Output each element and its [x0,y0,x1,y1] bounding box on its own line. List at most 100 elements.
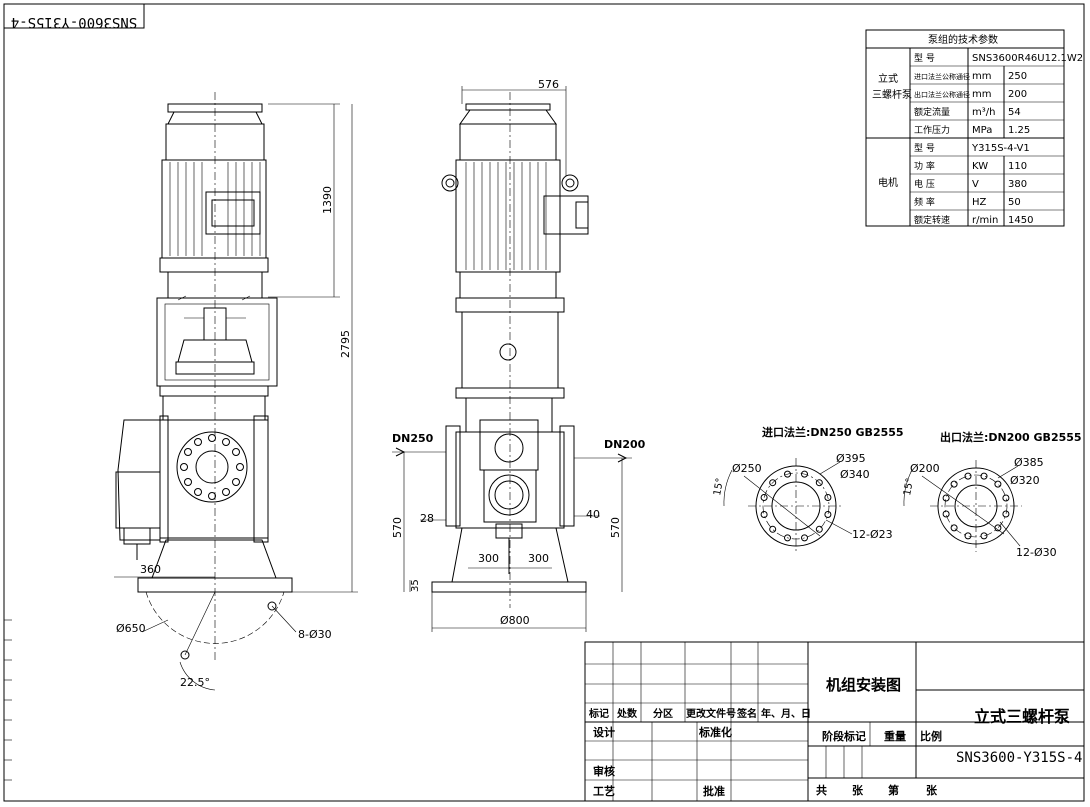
spec-value: Y315S-4-V1 [971,143,1030,154]
spec-value: 54 [1008,107,1021,118]
bolt-hole [824,511,832,518]
bolt-hole [950,524,958,532]
bolt-hole [801,534,808,542]
outlet-outer: Ø385 [1014,456,1044,469]
side-view: 576 DN250 DN200 28 40 570 570 300 300 35… [391,78,646,632]
title-block: 标记处数分区更改文件号签名年、月、日 设计 标准化 审核 工艺 批准 阶段标记 … [584,641,1085,802]
spec-name: 工作压力 [914,124,950,136]
mirrored-code: SNS3600-Y315S-4 [11,14,137,30]
outlet-bore: Ø200 [910,462,940,475]
dim-300-left: 300 [478,552,499,565]
spec-value: 250 [1008,71,1027,82]
dim-35: 35 [410,579,421,592]
dim-1390: 1390 [321,186,334,214]
bolt-hole [980,532,988,540]
spec-name: 电 压 [914,178,935,190]
spec-value: 380 [1008,179,1027,190]
spec-value: 110 [1008,161,1027,172]
spec-unit: MPa [972,125,992,136]
inlet-outer: Ø395 [836,452,866,465]
dim-570-left: 570 [391,517,404,538]
inlet-flange-detail: 进口法兰:DN250 GB2555 Ø250 Ø395 Ø340 12-Ø23 … [712,425,904,554]
bolt-hole [964,532,972,540]
tb-design: 设计 [593,725,615,739]
bolt-hole [801,470,808,478]
spec-name: 额定流量 [914,106,950,118]
bolt-hole [784,470,791,478]
dim-2795: 2795 [339,330,352,358]
spec-value: 200 [1008,89,1027,100]
spec-unit: KW [972,161,988,172]
bolt-hole [784,534,791,542]
bolt-hole [994,480,1002,488]
tb-standardize: 标准化 [698,725,732,739]
tb-approve: 批准 [703,784,725,798]
motor-group: 电机 [878,176,898,189]
drawing-border [3,3,1085,802]
tb-sheet-unit2: 张 [926,783,938,797]
bolt-hole [964,472,972,480]
dim-570-right: 570 [609,517,622,538]
outlet-bolts: 12-Ø30 [1016,546,1057,559]
left-edge-ticks [4,619,12,781]
bolt-hole [980,472,988,480]
dn250-label: DN250 [392,432,434,445]
spec-unit: m³/h [972,107,995,118]
angle-base: 22.5° [180,676,210,689]
tb-drawing-no: SNS3600-Y315S-4 [956,750,1082,766]
spec-value: 1450 [1008,215,1033,226]
outlet-angle: 15° [902,477,916,496]
tb-review: 审核 [593,764,615,778]
tb-header-cell: 年、月、日 [761,707,811,720]
inlet-bolts: 12-Ø23 [852,528,893,541]
mirrored-code-box: SNS3600-Y315S-4 [3,3,145,30]
bolt-hole [769,525,777,533]
pump-group-line2: 三螺杆泵 [872,89,912,101]
dim-300-right: 300 [528,552,549,565]
tb-stage-mark: 阶段标记 [822,729,866,743]
inlet-angle: 15° [712,477,726,496]
dim-40: 40 [586,508,600,521]
inlet-flange-title: 进口法兰:DN250 GB2555 [762,425,904,439]
spec-name: 出口法兰公称通径 [914,90,970,99]
spec-unit: V [972,179,979,190]
bolt-hole [942,494,950,502]
spec-unit: mm [972,71,991,82]
spec-name: 型 号 [914,53,935,64]
tb-scale: 比例 [920,729,942,743]
bolt-hole [1002,494,1010,502]
bolt-hole [815,479,823,487]
specs-title: 泵组的技术参数 [928,33,998,46]
dim-28: 28 [420,512,434,525]
spec-value: 50 [1008,197,1021,208]
dim-576: 576 [538,78,559,91]
spec-name: 额定转速 [914,214,950,226]
spec-unit: HZ [972,197,987,208]
tb-weight: 重量 [884,729,906,743]
dim-360: 360 [140,563,161,576]
tb-process: 工艺 [593,784,615,798]
tb-sheet-no: 第 [888,783,899,797]
bolt-hole [769,479,777,487]
bolt-hole [815,525,823,533]
bolt-hole [824,494,832,501]
bolt-hole [760,511,768,518]
dim-800: Ø800 [500,614,530,627]
spec-unit: r/min [972,215,998,226]
dn200-label: DN200 [604,438,646,451]
spec-value: SNS3600R46U12.1W2 [972,53,1083,64]
tb-product-name: 立式三螺杆泵 [974,707,1070,726]
bolts-base: 8-Ø30 [298,628,332,641]
bolt-hole [942,510,950,518]
tb-header-cell: 分区 [653,707,673,720]
bolt-hole [1002,510,1010,518]
spec-name: 频 率 [914,196,935,208]
spec-value: 1.25 [1008,125,1030,136]
dim-650: Ø650 [116,622,146,635]
tb-header-cell: 标记 [588,707,609,720]
inlet-bore: Ø250 [732,462,762,475]
bolt-hole [950,480,958,488]
tb-sheet-total: 共 [816,783,827,797]
